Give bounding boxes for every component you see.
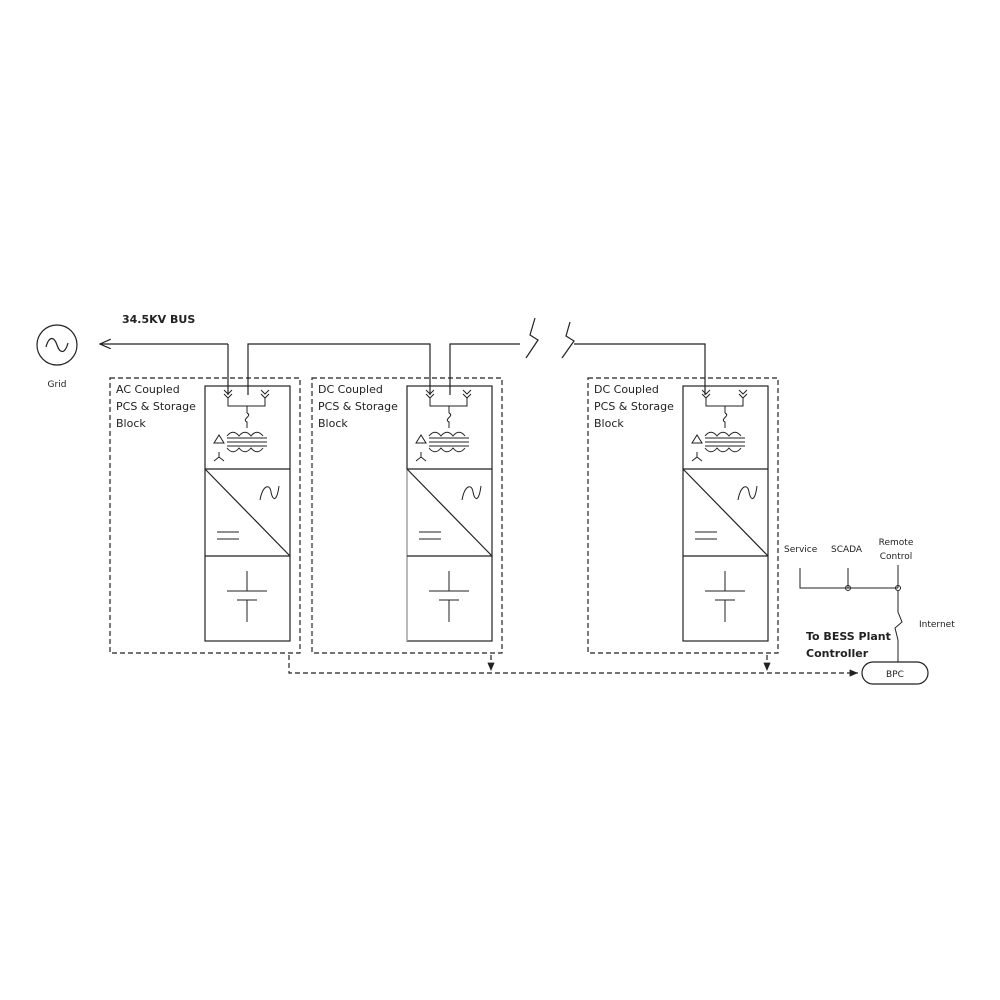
transformer-icon xyxy=(691,412,745,462)
block-title-line: Block xyxy=(116,417,146,430)
bpc-box xyxy=(861,661,929,685)
switchgear-icon xyxy=(425,389,472,413)
ac-source-icon xyxy=(36,324,78,366)
block-title-line: PCS & Storage xyxy=(318,400,398,413)
block-title-line: Block xyxy=(594,417,624,430)
service-label: Service xyxy=(784,545,818,555)
block-title-line: AC Coupled xyxy=(116,383,180,396)
transformer-icon xyxy=(415,412,469,462)
block-title-line: PCS & Storage xyxy=(594,400,674,413)
inverter-icon xyxy=(695,485,758,540)
break-symbol xyxy=(525,317,539,359)
block-title-line: PCS & Storage xyxy=(116,400,196,413)
bpc-label: BPC xyxy=(886,670,904,680)
bus-label: 34.5KV BUS xyxy=(122,313,195,326)
block-title-line: Block xyxy=(318,417,348,430)
grid-label: Grid xyxy=(48,380,67,390)
switchgear-icon xyxy=(701,389,748,413)
controller-section: Service SCADA Remote Control Internet To… xyxy=(784,538,955,685)
scada-label: SCADA xyxy=(831,545,863,555)
remote-control-label: Remote xyxy=(879,538,914,548)
inverter-icon xyxy=(419,485,482,540)
pcs-storage-block-3: DC Coupled PCS & Storage Block xyxy=(587,377,779,654)
battery-icon xyxy=(429,571,469,622)
connection-node xyxy=(895,585,901,591)
inverter-icon xyxy=(217,485,280,540)
communication-network xyxy=(288,655,858,677)
connection-node xyxy=(845,585,851,591)
break-symbol xyxy=(561,321,575,359)
battery-icon xyxy=(705,571,745,622)
remote-control-label: Control xyxy=(880,552,913,562)
grid-source: Grid xyxy=(36,324,78,390)
internet-label: Internet xyxy=(919,620,955,630)
controller-title-line: Controller xyxy=(806,647,869,660)
switchgear-icon xyxy=(223,389,270,413)
block-title-line: DC Coupled xyxy=(318,383,383,396)
pcs-storage-block-1: AC Coupled PCS & Storage Block xyxy=(109,377,301,654)
controller-title-line: To BESS Plant xyxy=(806,630,891,643)
pcs-storage-block-2: DC Coupled PCS & Storage Block xyxy=(311,377,503,654)
internet-link xyxy=(894,591,903,662)
battery-icon xyxy=(227,571,267,622)
block-title-line: DC Coupled xyxy=(594,383,659,396)
transformer-icon xyxy=(213,412,267,462)
